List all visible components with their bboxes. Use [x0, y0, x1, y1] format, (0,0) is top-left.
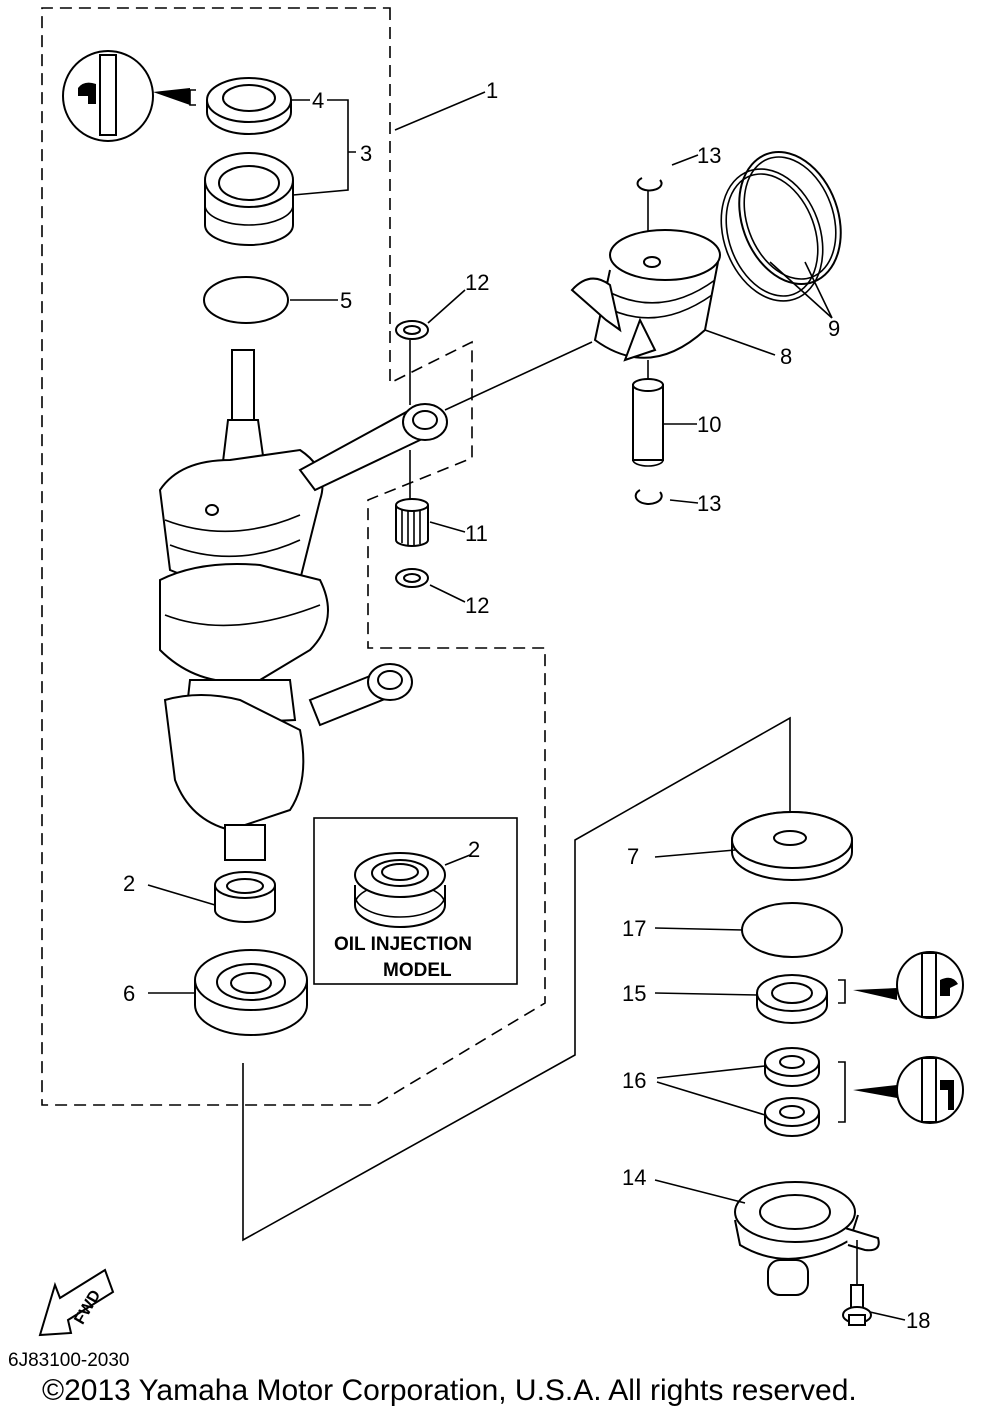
callout-5: 5 — [340, 288, 352, 313]
fwd-arrow-icon: FWD — [38, 1268, 115, 1337]
washer-hole — [403, 573, 421, 583]
callout-3: 3 — [360, 141, 372, 166]
callout-11: 11 — [465, 521, 488, 546]
callout-15: 15 — [622, 981, 646, 1006]
seal-lip-detail-icon-3 — [838, 1056, 964, 1124]
oil-seal-part-15 — [756, 974, 828, 1024]
seal-lip-detail-icon — [62, 50, 196, 142]
leader-lines — [147, 91, 906, 1321]
callout-2-inset: 2 — [468, 837, 480, 862]
callout-16: 16 — [622, 1068, 646, 1093]
callout-10: 10 — [697, 412, 721, 437]
bearing-part-3 — [204, 152, 294, 246]
o-ring-part-17 — [741, 902, 843, 958]
callout-4: 4 — [312, 88, 324, 113]
housing-part-14 — [734, 1181, 880, 1296]
diagram-code: 6J83100-2030 — [8, 1350, 130, 1371]
needle-bearing-part-11 — [395, 498, 429, 547]
piston-rings-part-9 — [720, 151, 842, 302]
lower-parts-connector — [242, 716, 791, 1242]
bearing-part-6 — [194, 949, 308, 1036]
callout-13b: 13 — [697, 491, 721, 516]
rod-to-piston-line — [444, 341, 593, 411]
washer-hole — [403, 325, 421, 335]
crankshaft-assembly-boundary — [41, 7, 546, 1106]
oil-seal-part-16 — [764, 1047, 820, 1137]
o-ring-part-5 — [203, 276, 289, 324]
callout-2: 2 — [123, 871, 135, 896]
clip-part-13 — [636, 177, 663, 192]
callout-17: 17 — [622, 916, 646, 941]
copyright-notice: ©2013 Yamaha Motor Corporation, U.S.A. A… — [42, 1374, 857, 1407]
bolt-part-18 — [842, 1240, 872, 1326]
bush-part-2 — [214, 871, 276, 923]
callout-7: 7 — [627, 844, 639, 869]
callout-6: 6 — [123, 981, 135, 1006]
clip-part-13b — [634, 489, 663, 505]
callout-14: 14 — [622, 1165, 646, 1190]
callout-13: 13 — [697, 143, 721, 168]
callout-12b: 12 — [465, 593, 489, 618]
callout-9: 9 — [828, 316, 840, 341]
piston-pin-part-10 — [632, 378, 664, 467]
seal-lip-detail-icon-2 — [838, 951, 964, 1019]
callout-8: 8 — [780, 344, 792, 369]
callout-12: 12 — [465, 270, 489, 295]
oil-injection-model-inset: OIL INJECTION MODEL — [313, 817, 518, 985]
callout-1: 1 — [486, 78, 498, 103]
inset-label-line1: OIL INJECTION — [334, 934, 472, 955]
washer-part-7 — [731, 811, 853, 881]
inset-label-line2: MODEL — [383, 960, 452, 981]
callout-18: 18 — [906, 1308, 930, 1333]
oil-seal-part-4 — [206, 77, 292, 135]
piston-part-8 — [570, 229, 721, 362]
crankshaft-icon — [158, 349, 448, 861]
